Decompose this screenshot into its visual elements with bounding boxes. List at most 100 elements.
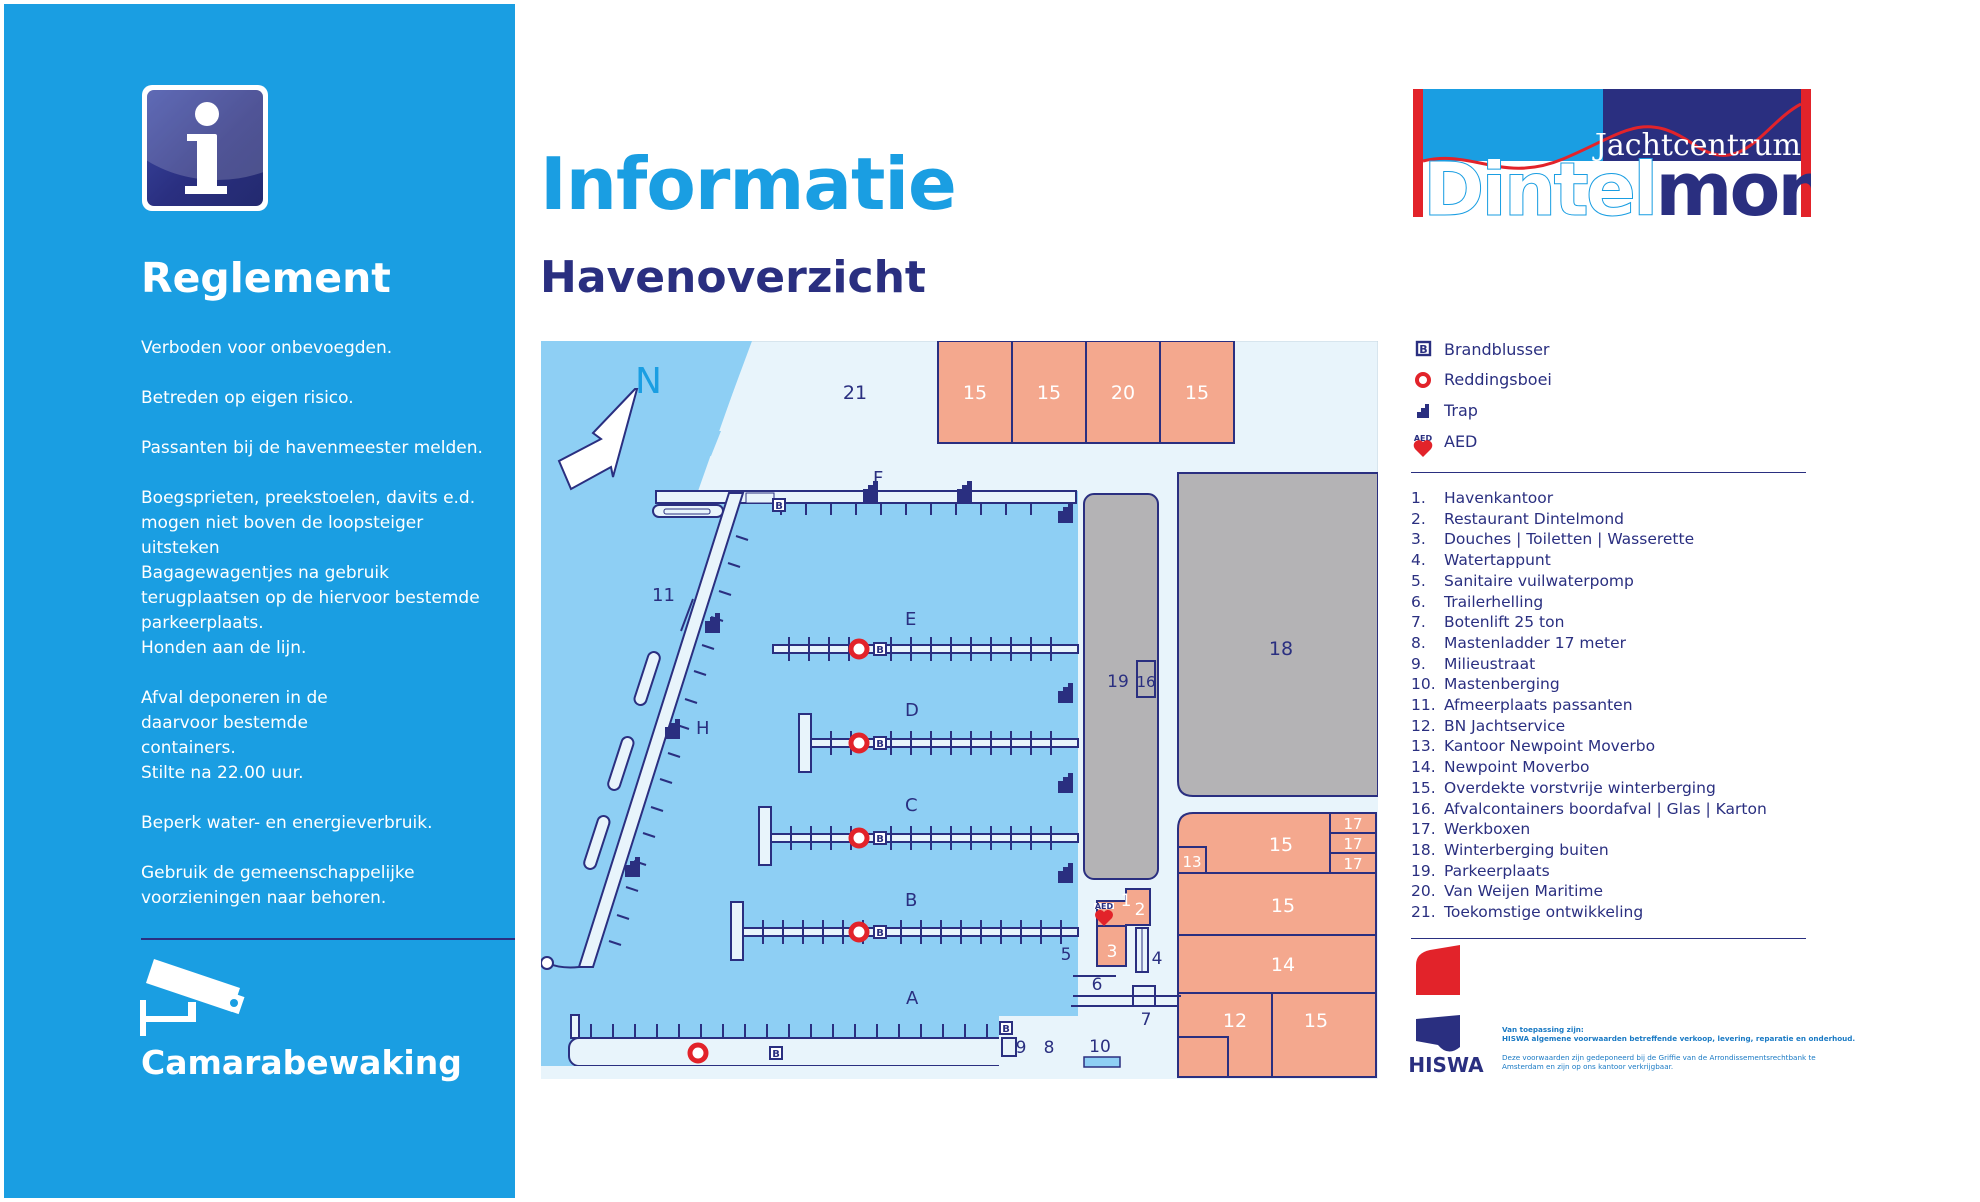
north-arrow: [557, 388, 639, 491]
legend-label: AED: [1444, 432, 1478, 451]
svg-text:AED: AED: [1414, 434, 1433, 443]
svg-text:B: B: [876, 645, 884, 656]
zone-label-12: 12: [1223, 1010, 1247, 1032]
svg-text:AED: AED: [1095, 902, 1114, 911]
legend-item-number: 9.: [1411, 654, 1426, 673]
legend-item-number: 21.: [1411, 903, 1436, 921]
svg-text:B: B: [876, 834, 884, 845]
zone-label-17a: 17: [1343, 815, 1362, 833]
svg-text:B: B: [1002, 1024, 1010, 1035]
legend-item-text: Mastenladder 17 meter: [1444, 633, 1626, 652]
aed-icon: AED: [1413, 434, 1433, 457]
svg-text:B: B: [772, 1049, 780, 1060]
pier-label-d: D: [905, 700, 919, 721]
legend-item-text: Newpoint Moverbo: [1444, 758, 1590, 777]
legend-label: Brandblusser: [1444, 340, 1550, 359]
legend-item-text: Afvalcontainers boordafval | Glas | Kart…: [1444, 799, 1767, 818]
zone-label-11: 11: [652, 585, 675, 606]
zone-label-5: 5: [1061, 945, 1072, 965]
stairs-icon: [1417, 404, 1429, 418]
svg-text:B: B: [876, 739, 884, 750]
legend-label: Reddingsboei: [1444, 370, 1552, 389]
zone-label-13: 13: [1182, 853, 1201, 871]
legend-item-number: 16.: [1411, 799, 1436, 818]
legend-label: Trap: [1444, 401, 1478, 420]
pier-label-h: H: [696, 718, 710, 739]
zone-label-15c: 15: [1185, 382, 1209, 404]
zone-20: [1085, 341, 1161, 444]
rule-item: Passanten bij de havenmeester melden.: [141, 438, 483, 458]
legend-item-number: 13.: [1411, 737, 1436, 756]
pier-h: [577, 492, 745, 968]
legend-item-text: Milieustraat: [1444, 654, 1536, 673]
legend-item-number: 6.: [1411, 592, 1426, 611]
aed-icon-map: AED: [1094, 902, 1114, 926]
zone-label-18: 18: [1269, 638, 1293, 660]
stairs-icons: [625, 481, 1073, 883]
page-subtitle: Havenoverzicht: [540, 252, 926, 303]
zone-label-10: 10: [1089, 1037, 1111, 1057]
pier-label-f: F: [873, 468, 883, 489]
legend-item-number: 4.: [1411, 551, 1426, 570]
hiswa-text: Amsterdam en zijn op ons kantoor verkrij…: [1502, 1062, 1674, 1071]
legend-item-text: Botenlift 25 ton: [1444, 613, 1565, 632]
legend-item-number: 5.: [1411, 571, 1426, 590]
info-icon: [142, 85, 268, 211]
svg-text:B: B: [1419, 343, 1427, 356]
page-title: Informatie: [540, 142, 957, 226]
zone-label-15a: 15: [963, 382, 987, 404]
zone-label-3: 3: [1107, 942, 1118, 962]
legend-item-text: Mastenberging: [1444, 675, 1560, 694]
legend-item-number: 15.: [1411, 778, 1436, 797]
water-basin: [541, 491, 1078, 1079]
zone-label-20: 20: [1111, 382, 1135, 404]
legend-item-text: Winterberging buiten: [1444, 840, 1609, 859]
rule-item: Stilte na 22.00 uur.: [141, 763, 304, 783]
legend-item-number: 2.: [1411, 509, 1426, 528]
legend-item-text: Watertappunt: [1444, 551, 1551, 570]
legend-item-number: 17.: [1411, 820, 1436, 839]
legend-item-number: 3.: [1411, 530, 1426, 549]
panel-divider: [141, 938, 515, 940]
logo-word-dintel: Dintel: [1423, 147, 1655, 217]
fire-extinguisher-icon: B: [1415, 340, 1432, 357]
legend-item-text: Toekomstige ontwikkeling: [1444, 903, 1644, 921]
zone-label-2: 2: [1135, 900, 1146, 920]
rule-item: Beperk water- en energieverbruik.: [141, 813, 433, 833]
zone-label-15f: 15: [1304, 1010, 1328, 1032]
legend-item-text: Werkboxen: [1444, 820, 1531, 839]
legend-divider: [1411, 938, 1806, 939]
legend-item-text: Restaurant Dintelmond: [1444, 509, 1625, 528]
lifebuoy-icons: [687, 638, 870, 1064]
legend-item-text: Sanitaire vuilwaterpomp: [1444, 571, 1634, 590]
rule-item: Betreden op eigen risico.: [141, 388, 354, 408]
camera-label: Camarabewaking: [141, 1043, 462, 1082]
zone-19-parking: [1083, 493, 1159, 880]
zone-label-15e: 15: [1271, 895, 1295, 917]
legend-item-text: Douches | Toiletten | Wasserette: [1444, 530, 1695, 549]
pier-label-c: C: [905, 795, 918, 816]
zone-label-15d: 15: [1269, 834, 1293, 856]
zone-label-17c: 17: [1343, 855, 1362, 873]
legend-item-number: 19.: [1411, 861, 1436, 880]
rules-title: Reglement: [141, 254, 391, 302]
zone-label-4: 4: [1152, 949, 1163, 969]
legend-item-text: Parkeerplaats: [1444, 861, 1550, 880]
legend-item-number: 1.: [1411, 489, 1426, 507]
logo-word-mond: mond: [1655, 147, 1811, 217]
quay-a: [568, 1037, 1040, 1067]
zone-18: [1177, 472, 1378, 797]
brand-logo: Jachtcentrum Dintelmond: [1413, 89, 1811, 217]
legend-item-text: BN Jachtservice: [1444, 716, 1566, 735]
pier-d: [798, 738, 1079, 748]
zone-label-1: 1: [1121, 891, 1132, 911]
svg-text:Dintelmond: Dintelmond: [1423, 147, 1811, 217]
zone-label-16: 16: [1136, 673, 1155, 691]
harbour-map: N F 11 H E: [541, 341, 1378, 1079]
north-label: N: [635, 361, 662, 402]
zone-15f: [1271, 992, 1377, 1078]
rule-item: Honden aan de lijn.: [141, 638, 307, 658]
zone-16: [1136, 660, 1156, 698]
zone-15c: [1159, 341, 1235, 444]
zone-label-14: 14: [1271, 954, 1295, 976]
